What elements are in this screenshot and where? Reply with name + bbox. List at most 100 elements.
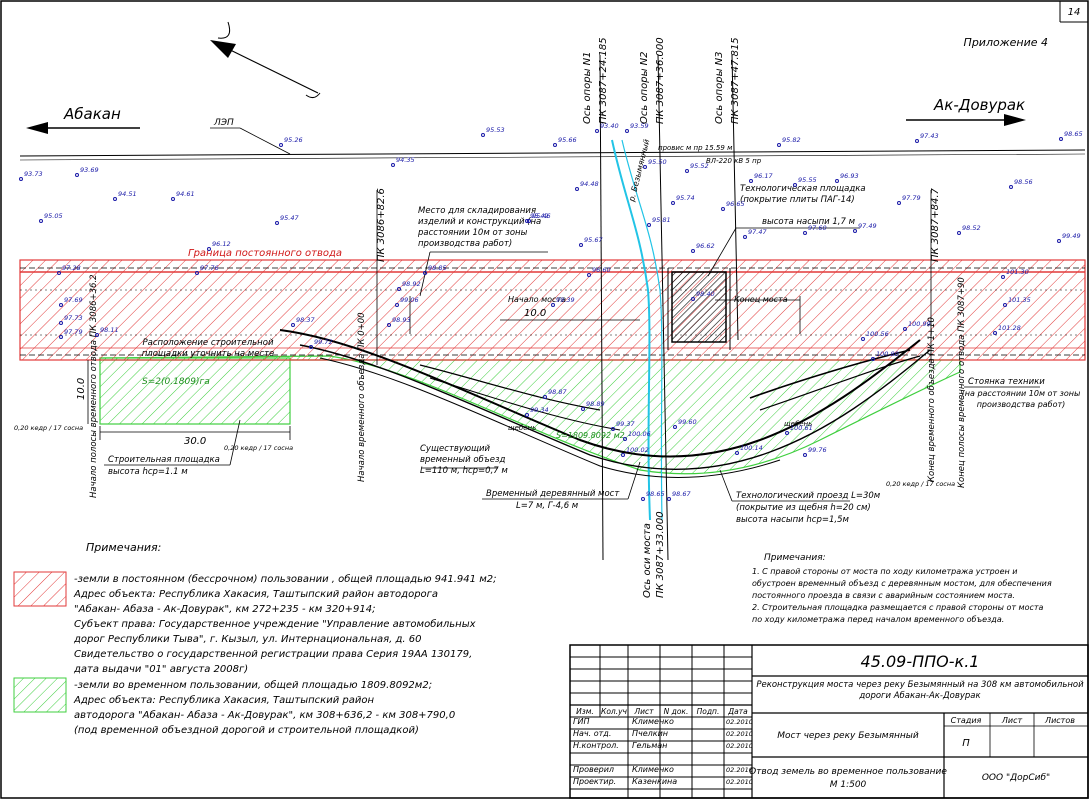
spot-height-label: 93.40 — [600, 122, 619, 130]
signer-name: Клименко — [632, 717, 674, 726]
spot-height-marker — [647, 223, 651, 227]
power-line — [19, 127, 1086, 161]
spot-height-label: 97.73 — [64, 314, 83, 322]
spot-height-marker — [743, 235, 747, 239]
width-30-label: 30.0 — [184, 436, 206, 447]
spot-height-label: 98.37 — [296, 316, 315, 324]
spot-height-label: 93.69 — [80, 166, 99, 174]
spot-height-marker — [195, 271, 199, 275]
spot-height-marker — [671, 201, 675, 205]
parking-label: Стоянка техники — [968, 377, 1045, 387]
spot-height-marker — [1057, 239, 1061, 243]
spot-height-marker — [309, 345, 313, 349]
spot-height-marker — [673, 425, 677, 429]
doc-code: 45.09-ППО-к.1 — [861, 652, 980, 671]
spot-height-label: 100.61 — [790, 424, 813, 432]
temp-bridge-dims: L=7 м, Г-4,6 м — [516, 501, 579, 511]
spot-height-marker — [57, 271, 61, 275]
spot-height-marker — [735, 451, 739, 455]
sign-date: 02.2010 — [726, 742, 753, 750]
width-10-label: 10.0 — [524, 308, 546, 319]
title-block-col-header: Изм. — [576, 707, 594, 716]
spot-height-label: 96.17 — [754, 172, 773, 180]
right-note-line: 2. Строительная площадка размещается с п… — [752, 603, 1044, 612]
spot-height-marker — [667, 497, 671, 501]
axis-3-pk: ПК 3087+47.815 — [730, 37, 741, 124]
spot-height-label: 99.72 — [314, 338, 333, 346]
sheet-number: 14 — [1068, 7, 1081, 18]
spot-height-marker — [423, 271, 427, 275]
spot-height-label: 98.52 — [962, 224, 981, 232]
spot-height-label: 99.37 — [616, 420, 635, 428]
spot-height-marker — [1059, 137, 1063, 141]
spot-height-label: 95.66 — [558, 136, 577, 144]
spot-height-label: 95.46 — [532, 212, 551, 220]
spot-height-label: 95.55 — [798, 176, 817, 184]
tech-area-note: Технологическая площадка (покрытие плиты… — [740, 184, 866, 205]
spot-height-marker — [643, 165, 647, 169]
spot-height-marker — [525, 413, 529, 417]
spot-height-label: 95.81 — [652, 216, 671, 224]
spot-height-marker — [749, 179, 753, 183]
site-note: Расположение строительной площадки уточн… — [142, 338, 275, 359]
spot-height-marker — [397, 287, 401, 291]
bridge-structure — [671, 271, 727, 343]
signer-role: Проверил — [573, 765, 614, 774]
spot-height-marker — [579, 243, 583, 247]
spot-height-marker — [291, 323, 295, 327]
river — [611, 139, 663, 521]
spot-height-label: 95.53 — [486, 126, 505, 134]
spot-height-marker — [587, 273, 591, 277]
legend-permanent-swatch — [13, 571, 67, 607]
bridge-axis-pk: ПК 3087+33.000 — [655, 511, 666, 598]
spot-height-marker — [275, 221, 279, 225]
spot-height-marker — [1009, 185, 1013, 189]
title-block-col-header: N док. — [664, 707, 689, 716]
bypass-roads — [279, 329, 931, 478]
spot-height-marker — [391, 163, 395, 167]
signer-role: Нач. отд. — [573, 729, 611, 738]
spot-height-marker — [993, 331, 997, 335]
tech-drive-label: Технологический проезд L=30м — [736, 491, 881, 501]
spot-height-label: 98.67 — [672, 490, 691, 498]
direction-left-arrow-icon — [26, 122, 140, 134]
spot-height-label: 96.60 — [592, 266, 611, 274]
spot-height-label: 95.05 — [44, 212, 63, 220]
axis-1-pk: ПК 3087+24.185 — [598, 37, 609, 124]
gravel-label: щебень — [508, 424, 536, 432]
area-left-label: S=2(0.1809)га — [142, 377, 210, 387]
pk-left: ПК 3086+82.6 — [376, 188, 387, 262]
spot-height-marker — [623, 437, 627, 441]
stage-value: П — [962, 738, 970, 749]
spot-height-label: 100.99 — [908, 320, 931, 328]
right-note-line: постоянного проезда в связи с аварийным … — [752, 591, 1015, 600]
pk-right: ПК 3087+84.7 — [930, 187, 941, 262]
notes-permanent-text: -земли в постоянном (бессрочном) пользов… — [73, 573, 496, 675]
spot-height-label: 94.48 — [580, 180, 599, 188]
north-arrow-icon — [210, 21, 321, 99]
area-mid-label: S=1809.8092 м2 — [556, 431, 625, 440]
spot-height-marker — [581, 407, 585, 411]
signer-role: Проектир. — [573, 777, 616, 786]
strip-start-label: Начало полосы временного отвода ПК 3086+… — [89, 274, 99, 498]
spot-height-marker — [871, 357, 875, 361]
plot-note-2: 0,20 кедр / 17 сосна — [224, 444, 293, 452]
spot-height-marker — [387, 323, 391, 327]
notes-temporary-text: -земли во временном пользовании, общей п… — [73, 679, 455, 736]
title-block — [569, 644, 1089, 799]
permanent-note-line: "Абакан- Абаза - Ак-Довурак", км 272+235… — [74, 603, 375, 615]
spot-height-marker — [553, 143, 557, 147]
sheet-scale: М 1:500 — [830, 780, 867, 790]
spot-height-label: 93.59 — [630, 122, 649, 130]
spot-height-marker — [691, 297, 695, 301]
site-dimension — [87, 360, 291, 440]
road-edges — [20, 267, 1085, 356]
legend-temporary-swatch — [13, 677, 67, 713]
permanent-note-line: Субъект права: Государственное учреждени… — [74, 618, 476, 630]
spot-height-label: 96.93 — [840, 172, 859, 180]
spot-height-marker — [611, 427, 615, 431]
signer-name: Гельман — [632, 741, 667, 750]
spot-height-label: 97.69 — [64, 296, 83, 304]
spot-height-label: 98.92 — [402, 280, 421, 288]
